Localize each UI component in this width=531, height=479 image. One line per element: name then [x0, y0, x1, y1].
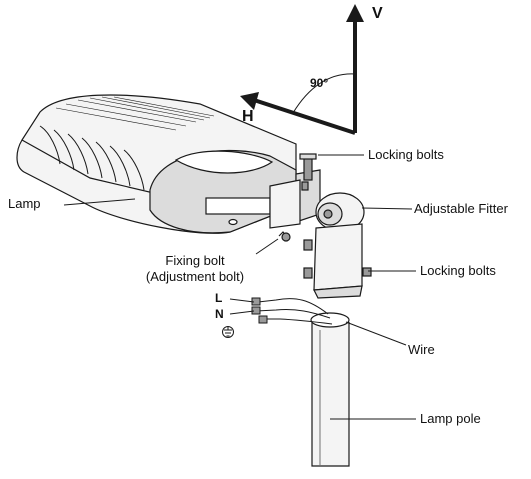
vertical-arrowhead — [346, 4, 364, 22]
leader-adjustable-fitter — [361, 207, 413, 210]
fixing-bolt-label: Fixing bolt — [165, 253, 225, 268]
horizontal-axis-label: H — [242, 108, 254, 125]
leader-wire — [345, 321, 407, 346]
leader-lamp — [63, 198, 136, 206]
wire-neutral-label: N — [215, 307, 224, 321]
leader-N — [229, 310, 255, 315]
ground-symbol — [222, 326, 234, 338]
leader-fixing-bolt — [255, 238, 279, 255]
horizontal-arrowhead — [240, 92, 259, 110]
lamp-housing — [16, 94, 297, 234]
vertical-axis-label: V — [372, 5, 383, 22]
angle-label: 90° — [310, 76, 329, 90]
adjustment-bolt-label: (Adjustment bolt) — [145, 269, 245, 284]
adjustable-fitter — [269, 153, 372, 299]
leader-L — [229, 298, 255, 303]
wire-bundle — [251, 297, 333, 325]
lamp-pole — [310, 312, 350, 467]
leader-lines — [63, 154, 416, 420]
lamp-pole-label: Lamp pole — [420, 411, 481, 426]
horizontal-axis-arrow — [253, 98, 356, 135]
locking-bolts-top-label: Locking bolts — [368, 147, 444, 162]
orientation-axes — [240, 4, 364, 135]
locking-bolts-side-label: Locking bolts — [420, 263, 496, 278]
wire-label: Wire — [408, 342, 435, 357]
adjustable-fitter-label: Adjustable Fitter — [414, 201, 508, 216]
angle-arc — [292, 73, 356, 114]
wire-live-label: L — [215, 291, 223, 305]
lamp-label: Lamp — [8, 196, 41, 211]
